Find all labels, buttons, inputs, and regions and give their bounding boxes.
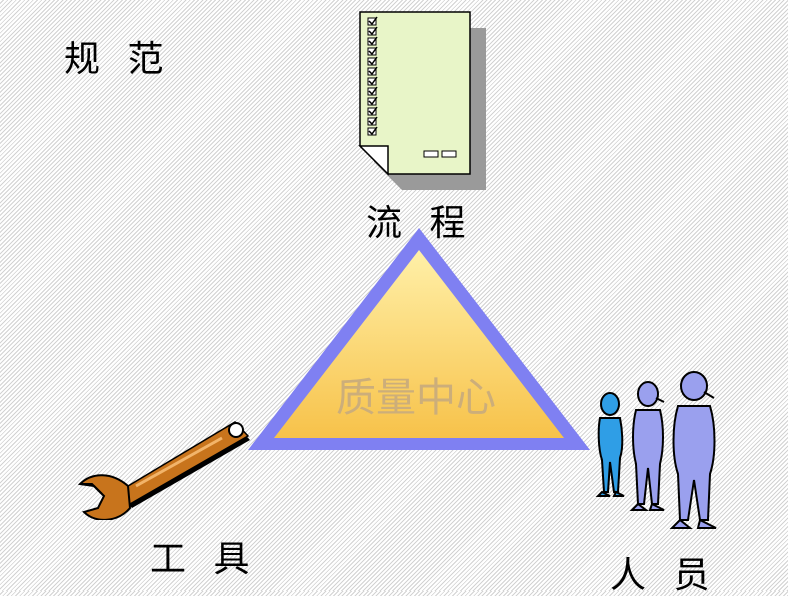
people-group-icon <box>595 371 717 529</box>
people-label: 人 员 <box>610 555 718 596</box>
quality-triangle <box>248 228 590 450</box>
tool-label: 工 具 <box>150 539 258 580</box>
checklist-document-icon <box>358 11 486 190</box>
center-label: 质量中心 <box>336 375 496 421</box>
wrench-icon <box>77 421 250 520</box>
title-label: 规 范 <box>64 39 172 80</box>
